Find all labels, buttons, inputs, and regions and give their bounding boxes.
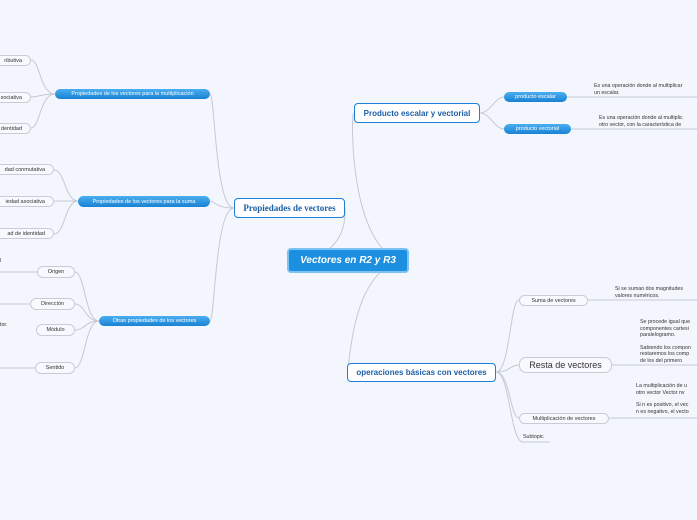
leaf-suma-de-vectores[interactable]: Suma de vectores bbox=[519, 295, 588, 306]
leaf-distributiva[interactable]: ributiva bbox=[0, 55, 31, 66]
subtopic-producto-escalar[interactable]: producto escalar bbox=[504, 92, 567, 102]
note-fragment: l bbox=[0, 258, 2, 264]
subtopic-producto-vectorial[interactable]: producto vectorial bbox=[504, 124, 571, 134]
leaf-conmutativa[interactable]: dad conmutativa bbox=[0, 164, 54, 175]
leaf-identidad[interactable]: dentidad bbox=[0, 123, 31, 134]
topic-propiedades-de-vectores[interactable]: Propiedades de vectores bbox=[234, 198, 345, 218]
leaf-multiplicacion-de-vectores[interactable]: Multiplicación de vectores bbox=[519, 413, 609, 424]
leaf-modulo[interactable]: Módulo bbox=[36, 324, 75, 336]
leaf-asociativa[interactable]: sociativa bbox=[0, 92, 31, 103]
leaf-asociativa-suma[interactable]: iedad asociativa bbox=[0, 196, 54, 207]
leaf-origen[interactable]: Origen bbox=[37, 266, 75, 278]
leaf-resta-de-vectores[interactable]: Resta de vectores bbox=[519, 357, 612, 373]
leaf-subtopic[interactable]: Subtopic bbox=[523, 434, 544, 440]
subtopic-multiplicacion[interactable]: Propiedades de los vectores para la mult… bbox=[55, 89, 210, 99]
topic-operaciones-basicas[interactable]: operaciones básicas con vectores bbox=[347, 363, 496, 382]
central-topic[interactable]: Vectores en R2 y R3 bbox=[287, 248, 409, 273]
leaf-sentido[interactable]: Sentido bbox=[35, 362, 75, 374]
subtopic-suma[interactable]: Propiedades de los vectores para la suma bbox=[78, 196, 210, 207]
note-fragment: tor. bbox=[0, 322, 8, 328]
leaf-direccion[interactable]: Dirección bbox=[30, 298, 75, 310]
topic-producto-escalar-vectorial[interactable]: Producto escalar y vectorial bbox=[354, 103, 480, 123]
subtopic-otras-propiedades[interactable]: Otras propiedades de los vectores bbox=[99, 316, 210, 326]
leaf-identidad-suma[interactable]: ad de identidad bbox=[0, 228, 54, 239]
